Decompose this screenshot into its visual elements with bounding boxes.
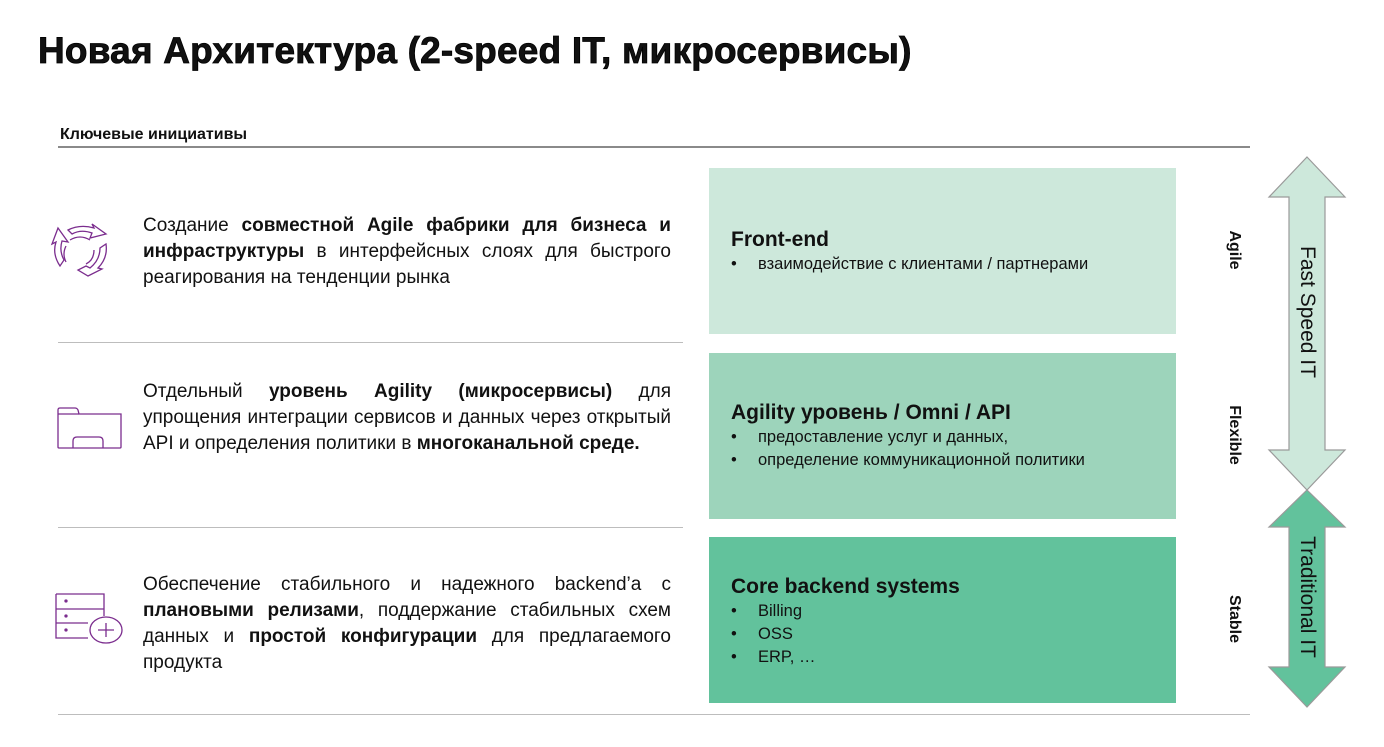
layer-bullet: OSS (731, 623, 1176, 646)
folder-icon (57, 407, 122, 449)
layer-title: Front-end (731, 227, 829, 251)
divider (58, 714, 1250, 715)
layer-bullet: Billing (731, 600, 1176, 623)
traditional-label: Traditional IT (1296, 536, 1319, 658)
layer-title: Agility уровень / Omni / API (731, 401, 1011, 424)
text-run-bold: совместной Agile фабрики для бизнеса и и… (143, 215, 671, 262)
text-run-bold: плановыми релизами (143, 600, 359, 621)
divider (58, 527, 683, 528)
layer-bullet: ERP, … (731, 646, 1176, 669)
text-run-bold: многоканальной среде. (416, 433, 640, 454)
side-label-stable: Stable (1226, 594, 1243, 643)
side-label-agile: Agile (1226, 230, 1243, 270)
text-run: для упрощения интеграции сервисов и данн… (143, 381, 671, 454)
layer-bullet: взаимодействие с клиентами / партнерами (731, 253, 1176, 276)
text-run: Обеспечение стабильного и надежного back… (143, 574, 671, 595)
initiative-text: Отдельный уровень Agility (микросервисы)… (143, 379, 671, 457)
server-add-icon (55, 593, 123, 644)
text-run: в интерфейсных слоях для быстрого реагир… (143, 241, 671, 288)
layer-bullet: предоставление услуг и данных, (731, 426, 1176, 449)
divider (58, 146, 1250, 148)
layer-box-core-backend: Core backend systems BillingOSSERP, … (709, 537, 1176, 703)
text-run: , поддержание стабильных схем данных и (143, 600, 671, 647)
speed-arrows (1267, 156, 1347, 708)
layer-bullet: определение коммуникационной политики (731, 449, 1176, 472)
cycle-arrows-icon (50, 223, 108, 277)
layer-box-agility: Agility уровень / Omni / API предоставле… (709, 353, 1176, 519)
text-run: Отдельный (143, 381, 269, 402)
layer-box-front-end: Front-end взаимодействие с клиентами / п… (709, 168, 1176, 334)
text-run-bold: простой конфигурации (248, 626, 477, 647)
text-run-bold: уровень Agility (микросервисы) (268, 381, 613, 402)
fast-speed-label: Fast Speed IT (1296, 246, 1319, 378)
page-title: Новая Архитектура (2-speed IT, микросерв… (38, 30, 912, 72)
text-run: для предлагаемого продукта (143, 626, 671, 673)
initiative-text: Обеспечение стабильного и надежного back… (143, 572, 671, 676)
text-run: Создание (143, 215, 242, 236)
initiative-text: Создание совместной Agile фабрики для би… (143, 213, 671, 291)
divider (58, 342, 683, 343)
side-label-flexible: Flexible (1226, 405, 1243, 465)
traditional-arrow-icon (1267, 489, 1347, 708)
layer-title: Core backend systems (731, 575, 960, 598)
section-heading: Ключевые инициативы (60, 126, 248, 143)
